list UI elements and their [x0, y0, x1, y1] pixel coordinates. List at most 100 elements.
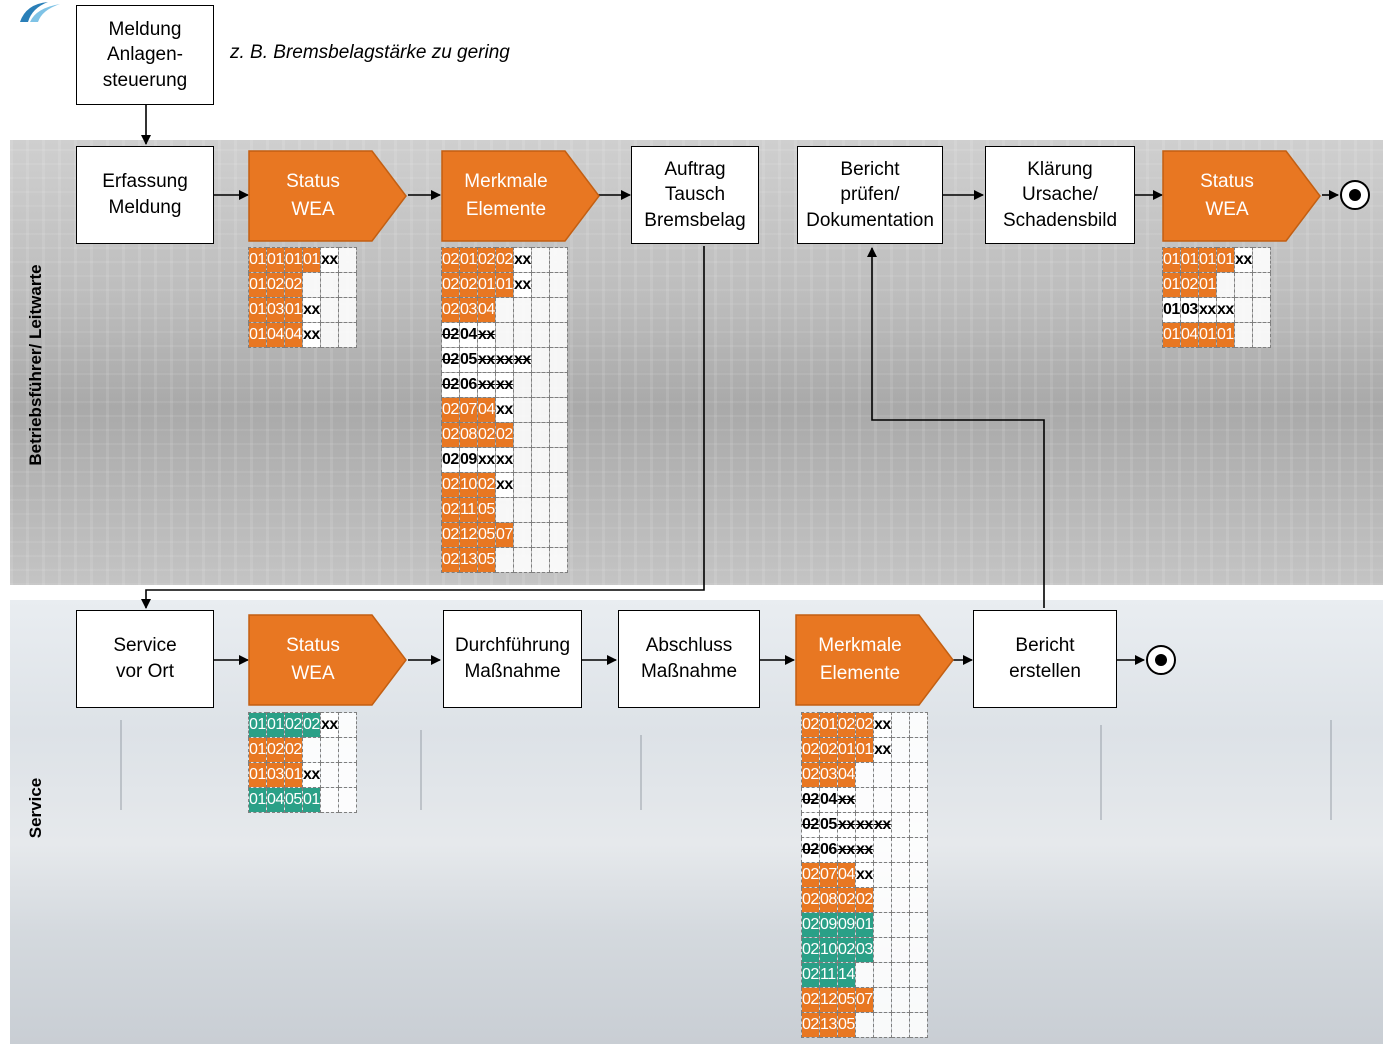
- klaerung-box: Klärung Ursache/ Schadensbild: [985, 146, 1135, 244]
- code-cell: [549, 497, 568, 523]
- code-cell: [338, 272, 357, 298]
- code-cell: xx: [302, 297, 321, 323]
- code-cell: 02: [441, 547, 460, 573]
- code-cell: 03: [855, 937, 874, 963]
- end-event-top: [1340, 180, 1370, 210]
- code-cell: [1234, 297, 1253, 323]
- code-cell: [531, 372, 550, 398]
- code-cell: 01: [1216, 247, 1235, 273]
- code-cell: [531, 422, 550, 448]
- code-cell: [891, 787, 910, 813]
- code-cell: [531, 497, 550, 523]
- code-cell: 01: [1198, 272, 1217, 298]
- code-cell: [549, 522, 568, 548]
- code-cell: 01: [855, 912, 874, 938]
- code-cell: 03: [819, 762, 838, 788]
- code-cell: 04: [1180, 322, 1199, 348]
- code-cell: 02: [801, 912, 820, 938]
- code-cell: 01: [855, 737, 874, 763]
- code-cell: [909, 837, 928, 863]
- code-cell: 01: [302, 787, 321, 813]
- turbine-silhouette: [1100, 725, 1102, 820]
- code-cell: xx: [837, 787, 856, 813]
- code-cell: [338, 247, 357, 273]
- code-cell: 05: [477, 547, 496, 573]
- code-cell: 02: [801, 887, 820, 913]
- code-cell: xx: [477, 347, 496, 373]
- code-cell: 08: [459, 422, 478, 448]
- code-cell: [549, 247, 568, 273]
- turbine-silhouette: [120, 720, 122, 810]
- code-cell: 02: [441, 522, 460, 548]
- code-cell: 02: [801, 737, 820, 763]
- code-cell: 02: [441, 397, 460, 423]
- code-cell: 02: [855, 887, 874, 913]
- code-cell: 02: [477, 247, 496, 273]
- code-cell: 01: [1216, 322, 1235, 348]
- code-cell: 01: [1198, 247, 1217, 273]
- code-cell: 02: [441, 447, 460, 473]
- code-cell: 02: [801, 1012, 820, 1038]
- meldung-box: Meldung Anlagen- steuerung: [76, 5, 214, 105]
- code-cell: 01: [495, 272, 514, 298]
- code-cell: xx: [495, 397, 514, 423]
- code-cell: [1252, 247, 1271, 273]
- code-cell: [1234, 272, 1253, 298]
- abschluss-box: Abschluss Maßnahme: [618, 610, 760, 708]
- code-cell: [531, 547, 550, 573]
- code-cell: 06: [459, 372, 478, 398]
- code-cell: [531, 472, 550, 498]
- bericht-pruefen-box: Bericht prüfen/ Dokumentation: [797, 146, 943, 244]
- code-cell: 01: [284, 762, 303, 788]
- code-cell: 02: [302, 712, 321, 738]
- turbine-silhouette: [420, 730, 422, 810]
- code-cell: 04: [477, 297, 496, 323]
- turbine-silhouette: [640, 735, 642, 810]
- code-cell: 01: [248, 297, 267, 323]
- code-cell: 02: [284, 712, 303, 738]
- code-cell: [338, 737, 357, 763]
- code-cell: 02: [819, 737, 838, 763]
- end-event-bottom: [1146, 645, 1176, 675]
- code-cell: 01: [266, 712, 285, 738]
- code-cell: 10: [459, 472, 478, 498]
- code-cell: 01: [248, 247, 267, 273]
- code-cell: 08: [819, 887, 838, 913]
- durchfuehrung-box: Durchführung Maßnahme: [443, 610, 582, 708]
- code-cell: [513, 447, 532, 473]
- code-cell: 02: [284, 737, 303, 763]
- logo-icon: [20, 2, 60, 22]
- code-cell: 02: [441, 322, 460, 348]
- code-cell: 13: [459, 547, 478, 573]
- code-cell: [1252, 322, 1271, 348]
- status-wea-final-tag: Status WEA: [1162, 150, 1322, 242]
- code-cell: [909, 862, 928, 888]
- code-cell: [531, 447, 550, 473]
- code-cell: [891, 712, 910, 738]
- code-cell: 04: [266, 322, 285, 348]
- code-cell: [513, 322, 532, 348]
- merkmale-elemente-service-tag: Merkmale Elemente: [795, 614, 955, 706]
- code-cell: xx: [1216, 297, 1235, 323]
- code-cell: [513, 497, 532, 523]
- code-cell: [320, 787, 339, 813]
- code-cell: 01: [248, 712, 267, 738]
- code-cell: [302, 272, 321, 298]
- code-cell: 03: [459, 297, 478, 323]
- code-cell: [549, 297, 568, 323]
- merkmale-elemente-label: Merkmale Elemente: [818, 635, 902, 684]
- code-cell: 01: [1198, 322, 1217, 348]
- code-cell: [855, 762, 874, 788]
